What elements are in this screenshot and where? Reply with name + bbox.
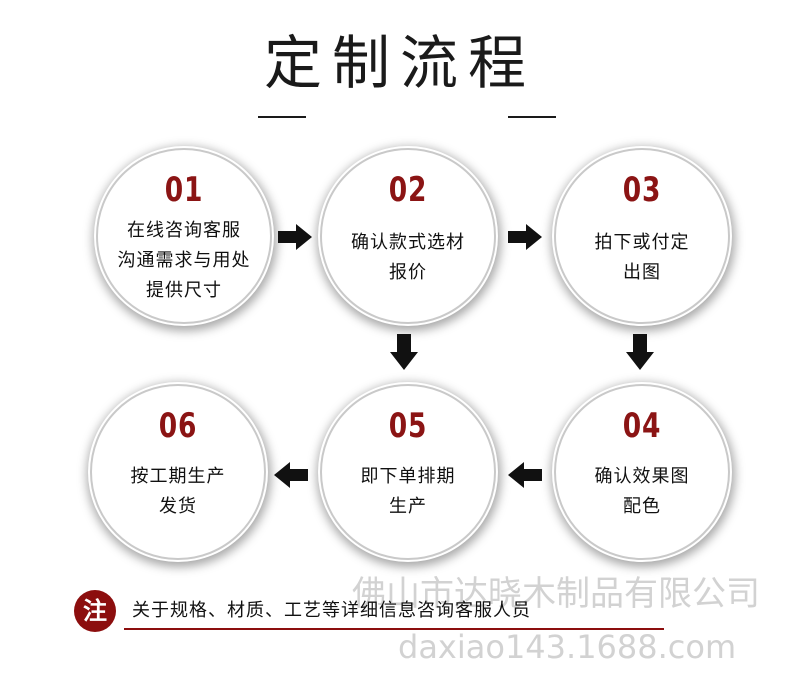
step-circle-03: 03 拍下或付定 出图 — [554, 148, 730, 324]
step-circle-05: 05 即下单排期 生产 — [320, 384, 496, 560]
step-line: 发货 — [159, 496, 197, 517]
step-line: 按工期生产 — [130, 466, 226, 487]
arrow-left-icon — [508, 462, 542, 488]
step-circle-01: 01 在线咨询客服 沟通需求与用处 提供尺寸 — [96, 148, 272, 324]
step-line: 出图 — [623, 262, 661, 283]
step-line: 沟通需求与用处 — [117, 250, 251, 271]
step-line: 生产 — [389, 496, 427, 517]
step-description: 即下单排期 生产 — [334, 462, 482, 522]
step-number: 06 — [158, 406, 198, 446]
step-description: 确认效果图 配色 — [568, 462, 716, 522]
step-line: 在线咨询客服 — [127, 220, 241, 241]
title-underline-left — [258, 116, 306, 118]
arrow-right-icon — [508, 224, 542, 250]
arrow-down-icon — [626, 334, 654, 370]
note-banner: 注 关于规格、材质、工艺等详细信息咨询客服人员 — [74, 590, 664, 634]
step-description: 在线咨询客服 沟通需求与用处 提供尺寸 — [110, 216, 258, 306]
note-badge: 注 — [74, 590, 116, 632]
arrow-down-icon — [390, 334, 418, 370]
note-text: 关于规格、材质、工艺等详细信息咨询客服人员 — [132, 600, 531, 621]
step-number: 05 — [388, 406, 428, 446]
step-circle-06: 06 按工期生产 发货 — [90, 384, 266, 560]
step-circle-04: 04 确认效果图 配色 — [554, 384, 730, 560]
note-underline — [124, 628, 664, 630]
step-circle-02: 02 确认款式选材 报价 — [320, 148, 496, 324]
watermark-company: 佛山市达晓木制品有限公司 — [352, 574, 760, 614]
step-number: 03 — [622, 170, 662, 210]
step-line: 即下单排期 — [360, 466, 456, 487]
title-underline-right — [508, 116, 556, 118]
step-line: 拍下或付定 — [594, 232, 690, 253]
step-line: 配色 — [623, 496, 661, 517]
watermark-site: daxiao143.1688.com — [398, 628, 737, 666]
step-number: 04 — [622, 406, 662, 446]
step-description: 按工期生产 发货 — [104, 462, 252, 522]
step-line: 报价 — [389, 262, 427, 283]
step-number: 02 — [388, 170, 428, 210]
step-description: 确认款式选材 报价 — [334, 228, 482, 288]
step-description: 拍下或付定 出图 — [568, 228, 716, 288]
arrow-right-icon — [278, 224, 312, 250]
arrow-left-icon — [274, 462, 308, 488]
step-line: 提供尺寸 — [146, 280, 222, 301]
step-line: 确认效果图 — [594, 466, 690, 487]
page-title: 定制流程 — [263, 29, 536, 97]
step-line: 确认款式选材 — [351, 232, 465, 253]
step-number: 01 — [164, 170, 204, 210]
